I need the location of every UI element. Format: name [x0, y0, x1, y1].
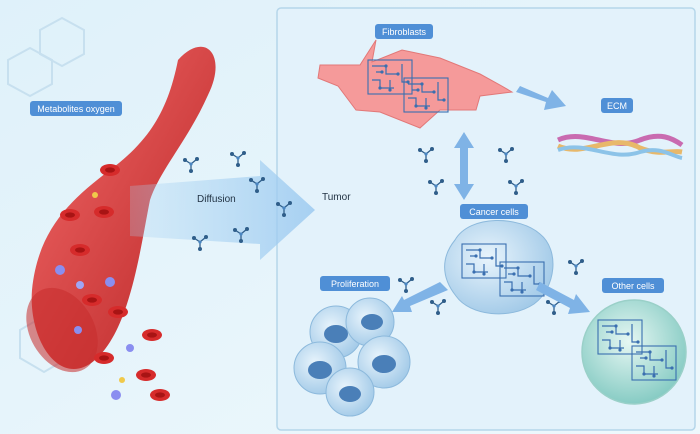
label-ecm: ECM [601, 98, 633, 113]
label-proliferation: Proliferation [320, 276, 390, 291]
arrow-to-proliferation [392, 282, 448, 312]
svg-text:Cancer cells: Cancer cells [469, 207, 519, 217]
svg-text:Fibroblasts: Fibroblasts [382, 27, 427, 37]
label-metabolites: Metabolites oxygen [30, 101, 122, 116]
blood-cells [55, 164, 170, 401]
arrow-to-ecm [516, 86, 566, 110]
svg-text:Proliferation: Proliferation [331, 279, 379, 289]
label-fibroblasts: Fibroblasts [375, 24, 433, 39]
label-other-cells: Other cells [602, 278, 664, 293]
blood-vessel [26, 46, 216, 373]
process-arrows [392, 86, 590, 314]
fibroblast-cell [317, 39, 514, 129]
diffusion-arrow [130, 160, 315, 260]
ecm-fibers [556, 133, 684, 160]
arrow-fibroblast-cancer [454, 132, 474, 200]
other-cell [581, 299, 687, 405]
label-tumor: Tumor [322, 192, 351, 203]
arrow-to-other-cells [536, 282, 590, 314]
cancer-cell [444, 219, 554, 315]
proliferation-cluster [293, 297, 411, 417]
svg-text:Other cells: Other cells [611, 281, 655, 291]
label-cancer-cells: Cancer cells [460, 204, 528, 219]
label-diffusion: Diffusion [197, 194, 236, 205]
svg-text:ECM: ECM [607, 101, 627, 111]
svg-text:Metabolites oxygen: Metabolites oxygen [37, 104, 115, 114]
